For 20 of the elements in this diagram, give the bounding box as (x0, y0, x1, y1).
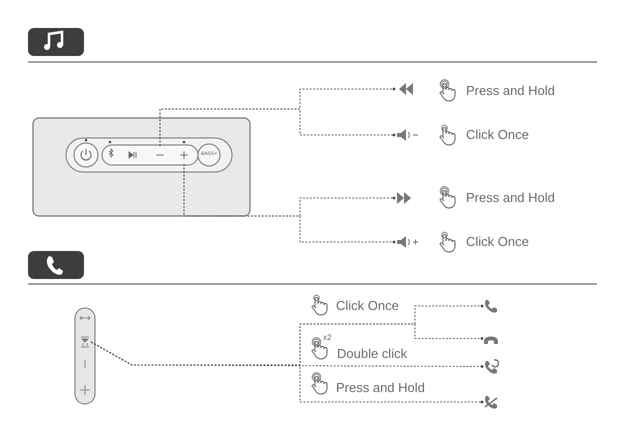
repeat-count: x2 (323, 334, 332, 342)
leader-line (184, 164, 396, 244)
volume-up-icon (396, 236, 419, 248)
leader-line (90, 342, 484, 404)
action-text: Press and Hold (336, 381, 425, 394)
play-pause-icon (79, 336, 91, 348)
action-text: Press and Hold (466, 84, 555, 97)
phone-reject-icon (484, 395, 498, 409)
action-text: Press and Hold (466, 191, 555, 204)
volume-down-icon (396, 129, 419, 141)
fast-forward-icon (396, 192, 412, 204)
plus-sign: + (178, 146, 190, 164)
phone-switch-icon (484, 359, 499, 374)
leader-line (160, 108, 396, 146)
action-text: Double click (337, 347, 408, 360)
action-text: Click Once (336, 299, 399, 312)
minus-sign: − (154, 146, 166, 164)
action-text: Click Once (466, 128, 529, 141)
action-text: Click Once (466, 235, 529, 248)
phone-icon (484, 299, 498, 313)
